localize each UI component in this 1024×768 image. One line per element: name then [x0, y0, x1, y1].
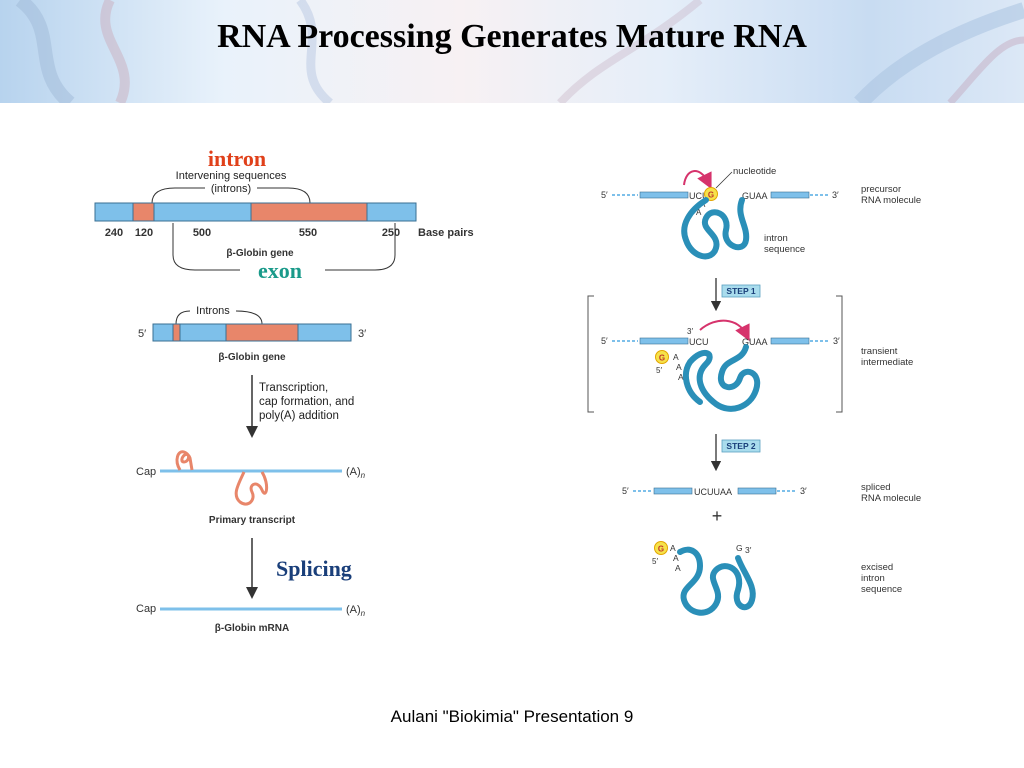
tick-label: 240 [105, 227, 123, 239]
nucleotide-label: nucleotide [733, 166, 776, 177]
row3-seq: UCUUAA [694, 487, 732, 497]
row4-a3: A [675, 563, 681, 573]
gene-bar-1 [94, 202, 417, 222]
row3-3prime: 3′ [800, 486, 807, 496]
primary-transcript-label: Primary transcript [209, 515, 296, 526]
row2-ucu: UCU [689, 337, 709, 347]
cap-label-2: Cap [136, 603, 156, 615]
row2-exon-right [770, 337, 810, 345]
splicing-label: Splicing [276, 556, 352, 581]
page-title: RNA Processing Generates Mature RNA [217, 18, 807, 55]
plus-sign: + [712, 506, 723, 526]
precursor-label: precursor RNA molecule [861, 184, 921, 206]
row1-intron-loop [681, 197, 750, 260]
gene-bar-2 [152, 323, 352, 342]
exon-bracket [172, 223, 396, 271]
introns-label: Introns [196, 305, 230, 317]
row2-exon-left [639, 337, 689, 345]
row2-5prime: 5′ [601, 336, 608, 346]
row1-red-arrow [683, 170, 712, 190]
tick-label: 120 [135, 227, 153, 239]
row3-exon-right [737, 487, 777, 495]
row2-intron-loop [682, 344, 761, 412]
row4-g: G [658, 545, 664, 554]
nucleotide-pointer [715, 171, 733, 189]
excised-intron-label: excised intron sequence [861, 562, 902, 595]
intron-sequence-label: intron sequence [764, 233, 805, 255]
row2-red-arrow [699, 319, 750, 342]
row1-5prime: 5′ [601, 190, 608, 200]
transient-bracket-right [836, 295, 843, 413]
row4-guanine-circle [654, 541, 668, 555]
row2-a3: A [678, 372, 684, 382]
intron-label: intron [208, 146, 266, 171]
row2-g: G [659, 354, 665, 363]
row4-a1: A [670, 543, 676, 553]
base-pairs-label: Base pairs [418, 227, 474, 239]
beta-globin-gene-label: β-Globin gene [226, 248, 294, 259]
step1-box [721, 284, 761, 298]
row2-guanine-circle [655, 350, 669, 364]
exon-label: exon [258, 258, 302, 283]
row2-5prime-b: 5′ [656, 366, 662, 375]
tick-label: 250 [382, 227, 400, 239]
footer-caption: Aulani "Biokimia" Presentation 9 [390, 707, 634, 726]
row2-3prime: 3′ [833, 336, 840, 346]
three-prime-label: 3′ [358, 328, 366, 340]
row4-intron-loop [677, 546, 756, 616]
tick-label: 500 [193, 227, 211, 239]
intron-loop-small [175, 450, 194, 471]
row1-exon-right [770, 191, 810, 199]
row4-g-end: G [736, 543, 743, 553]
row2-a2: A [676, 362, 682, 372]
row1-a2: A [696, 208, 702, 217]
spliced-rna-label: spliced RNA molecule [861, 482, 921, 504]
beta-globin-gene-label-2: β-Globin gene [218, 352, 286, 363]
introns-paren-label: (introns) [211, 183, 251, 195]
row4-3prime: 3′ [745, 545, 752, 555]
intron-loop-large [234, 471, 269, 506]
row1-ucua: UCUA [689, 191, 715, 201]
transient-intermediate-label: transient intermediate [861, 346, 913, 368]
banner-decoration [15, 0, 1024, 103]
five-prime-label: 5′ [138, 328, 146, 340]
row3-5prime: 5′ [622, 486, 629, 496]
row1-guanine-circle [704, 187, 718, 201]
step2-label: STEP 2 [726, 441, 755, 451]
transient-bracket-left [587, 295, 594, 413]
intervening-bracket [151, 187, 311, 204]
introns-bracket [175, 310, 263, 325]
rna-processing-diagram: intron Intervening sequences (introns) 2… [94, 146, 921, 634]
transcription-step-label: Transcription, cap formation, and poly(A… [259, 382, 357, 422]
row2-guaa: GUAA [742, 337, 768, 347]
row2-3prime-a: 3′ [687, 327, 693, 336]
step1-label: STEP 1 [726, 286, 755, 296]
polya-label-1: (A)n [346, 466, 366, 480]
row1-exon-left [639, 191, 689, 199]
row1-guaa: GUAA [742, 191, 768, 201]
cap-label-1: Cap [136, 466, 156, 478]
step2-box [721, 439, 761, 453]
title-banner: RNA Processing Generates Mature RNA [0, 0, 1024, 103]
row2-a1: A [673, 352, 679, 362]
row4-a2: A [673, 553, 679, 563]
tick-label: 550 [299, 227, 317, 239]
row3-exon-left [653, 487, 693, 495]
row4-5prime: 5′ [652, 557, 658, 566]
intervening-sequences-label: Intervening sequences [176, 170, 287, 182]
beta-globin-mrna-label: β-Globin mRNA [215, 623, 289, 634]
polya-label-2: (A)n [346, 604, 366, 618]
row1-3prime: 3′ [832, 190, 839, 200]
row1-g: G [708, 191, 714, 200]
